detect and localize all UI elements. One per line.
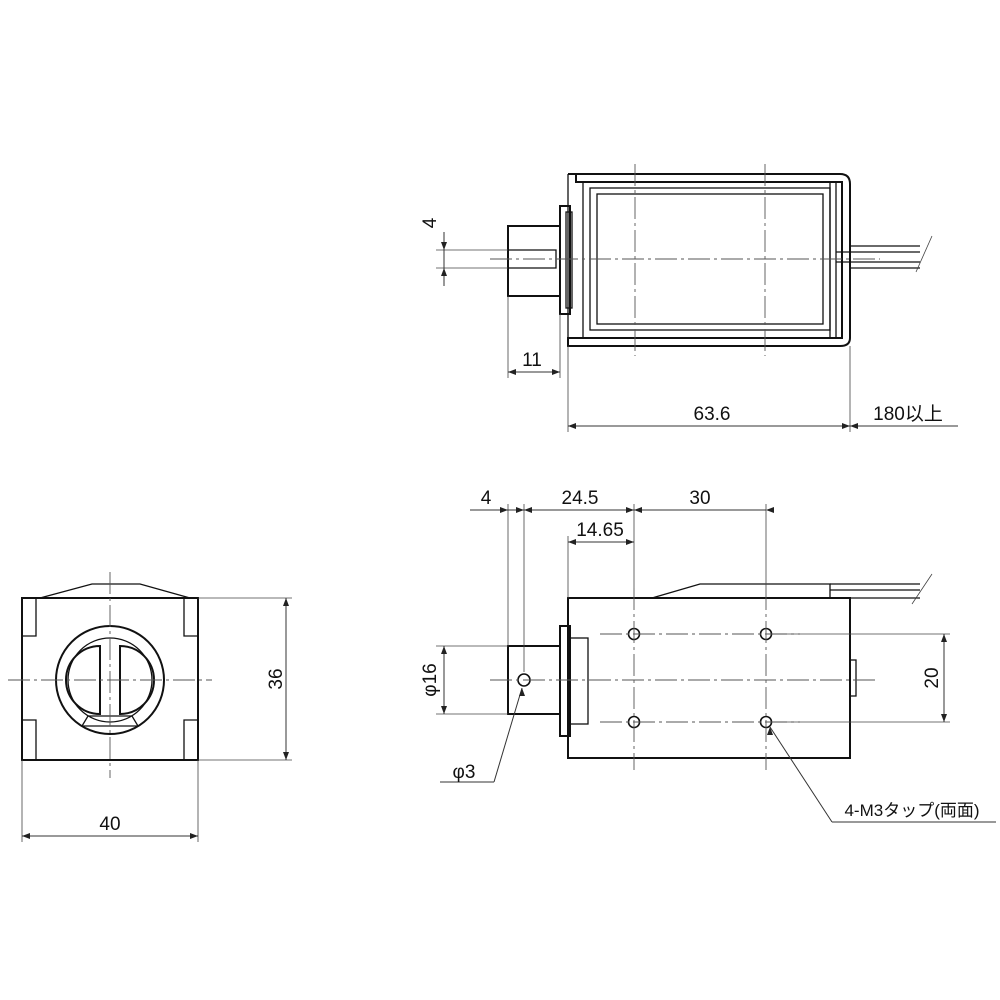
arrowhead xyxy=(519,688,525,696)
dim-63-6-label: 63.6 xyxy=(694,404,731,425)
arrowhead xyxy=(568,539,576,545)
arrowhead xyxy=(842,423,850,429)
tap-note-label: 4-M3タップ(両面) xyxy=(844,801,979,820)
dim-30-label: 30 xyxy=(689,488,710,509)
arrowhead xyxy=(767,727,773,735)
end-notch-tl xyxy=(22,598,37,637)
side-top-bevel xyxy=(651,583,831,599)
side-plunger-collar xyxy=(569,637,589,725)
arrowhead xyxy=(500,507,508,513)
end-slot-bottom xyxy=(80,715,140,727)
arrowhead xyxy=(941,634,947,642)
side-rear-boss xyxy=(849,659,857,697)
top-plunger-flange xyxy=(559,205,571,315)
arrowhead xyxy=(516,507,524,513)
arrowhead xyxy=(634,507,642,513)
arrowhead xyxy=(850,423,858,429)
arrowhead xyxy=(22,833,30,839)
end-notch-bl xyxy=(22,719,37,760)
side-lead-break xyxy=(911,573,933,605)
dim-lead-label: 180以上 xyxy=(873,403,943,425)
arrowhead xyxy=(283,598,289,606)
side-view: 4 24.5 30 14.65 φ16 φ3 20 4-M3タップ(両面) xyxy=(420,488,996,823)
dim-40-label: 40 xyxy=(99,814,120,835)
arrowhead xyxy=(441,242,447,250)
end-notch-tr xyxy=(183,598,198,637)
dim-4-label: 4 xyxy=(420,217,441,228)
dim-phi3-label: φ3 xyxy=(453,762,476,783)
arrowhead xyxy=(552,369,560,375)
dim-36-label: 36 xyxy=(266,668,287,689)
end-notch-br xyxy=(183,719,198,760)
arrowhead xyxy=(626,507,634,513)
side-lead-wires xyxy=(830,583,920,599)
dim-14-65-label: 14.65 xyxy=(576,520,624,541)
top-frame xyxy=(567,173,851,347)
end-plunger-head xyxy=(65,644,155,716)
top-plunger-flange-inner xyxy=(565,211,573,309)
top-plunger xyxy=(507,225,560,297)
arrowhead xyxy=(441,268,447,276)
dim-phi16-label: φ16 xyxy=(420,663,441,696)
end-view: 40 36 xyxy=(8,572,292,842)
top-lead-wires xyxy=(836,245,920,269)
arrowhead xyxy=(283,752,289,760)
dim-24-5-label: 24.5 xyxy=(562,488,599,509)
tap-leader xyxy=(769,726,833,823)
dimension-arrowheads xyxy=(22,242,947,839)
arrowhead xyxy=(626,539,634,545)
side-dim-4-label: 4 xyxy=(481,488,492,509)
arrowhead xyxy=(441,646,447,654)
top-lead-break xyxy=(915,235,933,273)
arrowhead xyxy=(190,833,198,839)
arrowhead xyxy=(524,507,532,513)
arrowhead xyxy=(508,369,516,375)
end-top-bevel xyxy=(39,583,191,599)
phi3-leader xyxy=(493,687,523,783)
arrowhead xyxy=(441,706,447,714)
arrowhead xyxy=(941,714,947,722)
arrowhead xyxy=(766,507,774,513)
top-view: 4 11 63.6 180以上 xyxy=(420,164,958,432)
arrowhead xyxy=(568,423,576,429)
dim-11-label: 11 xyxy=(522,350,542,371)
dim-20-label: 20 xyxy=(922,667,943,688)
side-frame xyxy=(567,597,851,759)
